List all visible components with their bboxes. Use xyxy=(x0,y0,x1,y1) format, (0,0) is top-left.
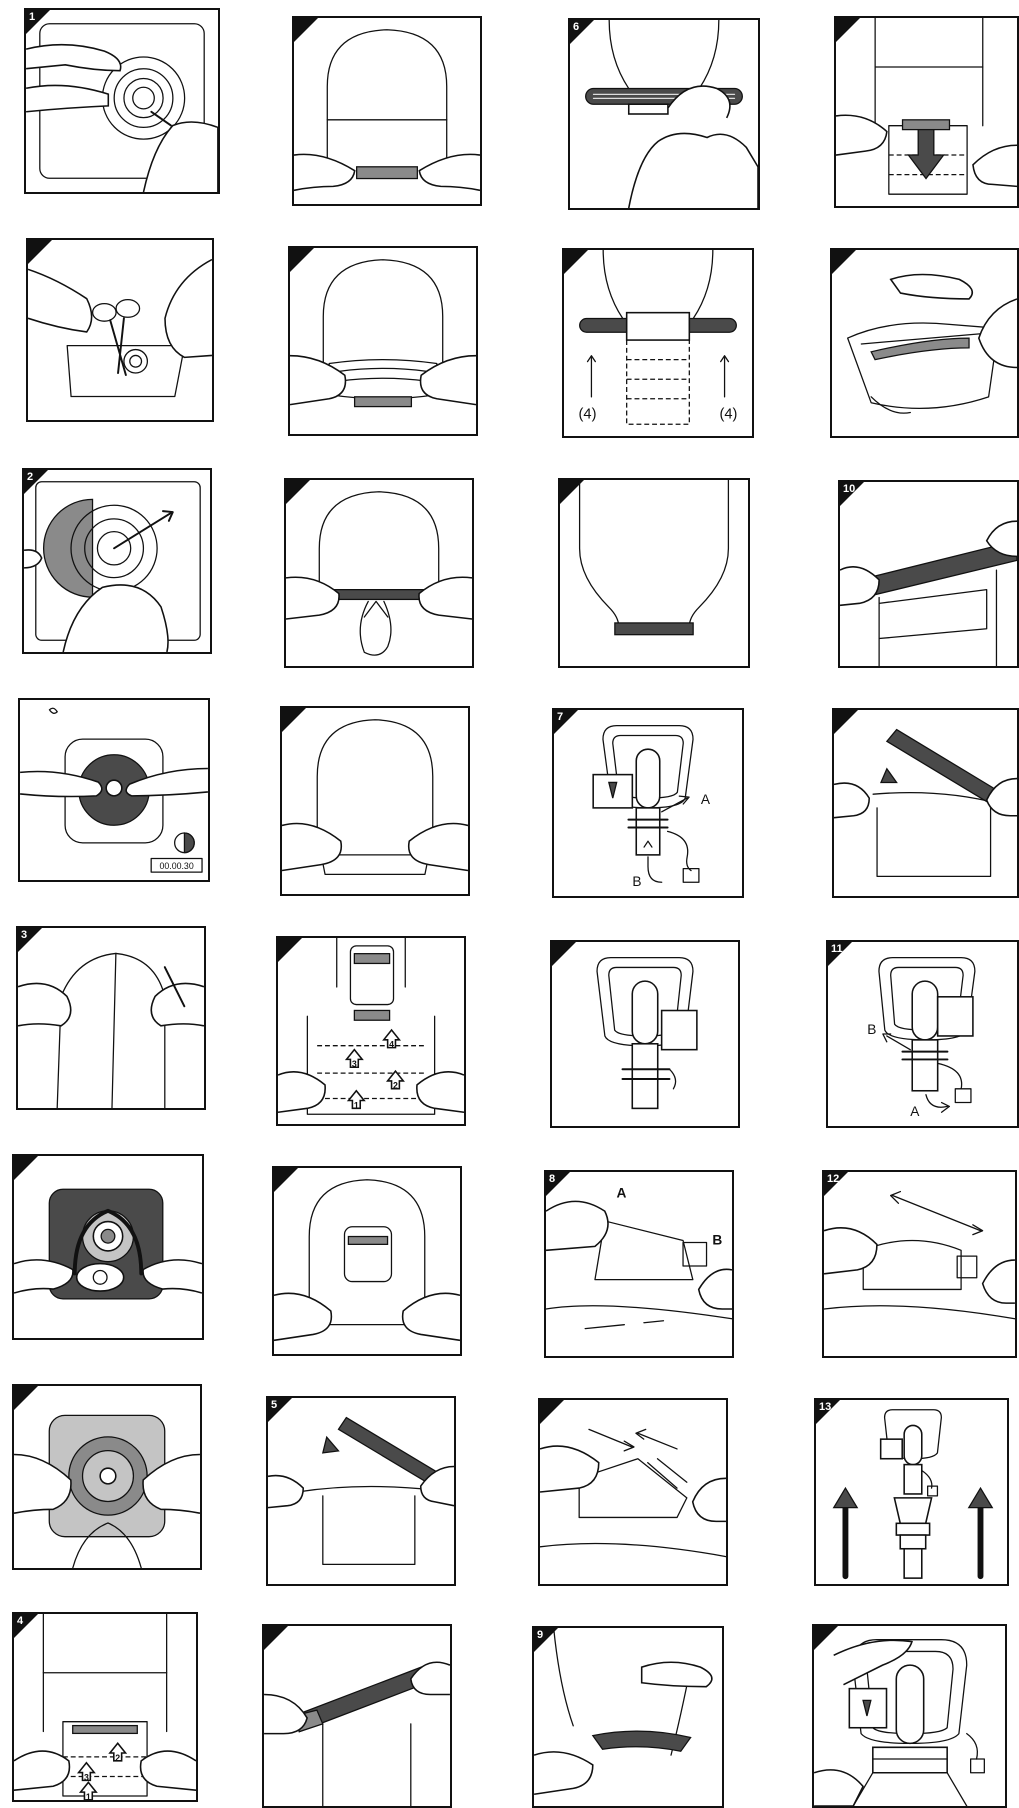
panel-c3-r8: 9 xyxy=(532,1626,724,1808)
step-number: 8 xyxy=(549,1173,555,1185)
illustration-cut-hole xyxy=(28,240,212,420)
arrow-1-label: 1 xyxy=(354,1100,359,1110)
illustration-attach-closure: 4 3 2 1 xyxy=(278,938,464,1124)
panel-c1-r5: 3 xyxy=(16,926,206,1110)
illustration-press-baseplate xyxy=(14,1386,200,1568)
illustration-open-closure: 3 2 1 xyxy=(14,1614,196,1800)
panel-c3-r7 xyxy=(538,1398,728,1586)
illustration-clip-close xyxy=(840,482,1017,666)
step-number: 6 xyxy=(573,21,579,33)
step-number: 13 xyxy=(819,1401,831,1413)
illustration-disconnect xyxy=(824,1172,1015,1356)
step-number: 9 xyxy=(537,1629,543,1641)
panel-c2-r1 xyxy=(292,16,482,206)
arrow-3-label: 3 xyxy=(84,1772,89,1782)
illustration-connect-night-bag: A B xyxy=(546,1172,732,1356)
paren-four-right: (4) xyxy=(720,406,738,422)
panel-c3-r4: 7 A B xyxy=(552,708,744,898)
step-number: 3 xyxy=(21,929,27,941)
illustration-clip-lower xyxy=(834,710,1017,896)
panel-c4-r7: 13 xyxy=(814,1398,1009,1586)
panel-c1-r2 xyxy=(26,238,214,422)
panel-c2-r2 xyxy=(288,246,478,436)
paren-four-left: (4) xyxy=(579,406,597,422)
step-number: 2 xyxy=(27,471,33,483)
label-b: B xyxy=(712,1232,722,1247)
panel-c1-r8: 4 3 2 1 xyxy=(12,1612,198,1802)
panel-c3-r2: (4) (4) xyxy=(562,248,754,438)
arrow-2-label: 2 xyxy=(115,1753,120,1763)
illustration-pouch-outlet xyxy=(294,18,480,204)
panel-c4-r8 xyxy=(812,1624,1007,1808)
panel-c3-r5 xyxy=(550,940,740,1128)
panel-c1-r7 xyxy=(12,1384,202,1570)
step-number: 4 xyxy=(17,1615,23,1627)
illustration-tap-closed xyxy=(552,942,738,1126)
step-number: 12 xyxy=(827,1173,839,1185)
step-number: 5 xyxy=(271,1399,277,1411)
panel-c4-r3: 10 xyxy=(838,480,1019,668)
illustration-pouch-underside xyxy=(832,250,1017,436)
panel-c2-r7: 5 xyxy=(266,1396,456,1586)
illustration-roll-outlet xyxy=(286,480,472,666)
illustration-closure-bar xyxy=(570,20,758,208)
step-number: 1 xyxy=(29,11,35,23)
panel-c1-r3: 2 xyxy=(22,468,212,654)
illustration-push-connector xyxy=(540,1400,726,1584)
illustration-apply-baseplate xyxy=(14,1156,202,1338)
label-a: A xyxy=(910,1104,920,1119)
illustration-release-clip xyxy=(534,1628,722,1806)
step-number: 10 xyxy=(843,483,855,495)
illustration-urostomy-tap: A B xyxy=(554,710,742,896)
arrow-3-label: 3 xyxy=(352,1059,357,1069)
panel-c4-r5: 11 B A xyxy=(826,940,1019,1128)
panel-c4-r6: 12 xyxy=(822,1170,1017,1358)
illustration-pouch-closed xyxy=(560,480,748,666)
timer-label: 00.00.30 xyxy=(159,861,193,871)
panel-c4-r2 xyxy=(830,248,1019,438)
illustration-closure-layout: (4) (4) xyxy=(564,250,752,436)
illustration-closed-pouch xyxy=(274,1168,460,1354)
panel-c3-r1: 6 xyxy=(568,18,760,210)
panel-c2-r5: 4 3 2 1 xyxy=(276,936,466,1126)
illustration-fold-outlet xyxy=(290,248,476,434)
panel-c4-r4 xyxy=(832,708,1019,898)
illustration-hold-pouch xyxy=(282,708,468,894)
illustration-prepare-skin xyxy=(18,928,204,1108)
panel-c4-r1 xyxy=(834,16,1019,208)
illustration-connected-adaptor xyxy=(814,1626,1005,1806)
panel-c1-r6 xyxy=(12,1154,204,1340)
panel-c2-r3 xyxy=(284,478,474,668)
illustration-tap-open: B A xyxy=(828,942,1017,1126)
label-a: A xyxy=(701,792,711,807)
panel-c1-r1: 1 xyxy=(24,8,220,194)
illustration-check-opening xyxy=(24,470,210,652)
illustration-close-clip xyxy=(264,1626,450,1806)
panel-c2-r6 xyxy=(272,1166,462,1356)
arrow-2-label: 2 xyxy=(393,1081,398,1091)
panel-c3-r6: 8 A B xyxy=(544,1170,734,1358)
panel-c3-r3 xyxy=(558,478,750,668)
illustration-warm-baseplate: 00.00.30 xyxy=(20,700,208,880)
label-a: A xyxy=(616,1185,626,1200)
illustration-attach-clip xyxy=(268,1398,454,1584)
illustration-attach-adaptor xyxy=(816,1400,1007,1584)
arrow-1-label: 1 xyxy=(86,1792,91,1800)
panel-c2-r8 xyxy=(262,1624,452,1808)
label-b: B xyxy=(632,874,641,889)
step-number: 11 xyxy=(831,943,843,955)
panel-c2-r4 xyxy=(280,706,470,896)
arrow-4-label: 4 xyxy=(389,1040,394,1050)
label-b: B xyxy=(867,1022,876,1037)
illustration-measure-baseplate xyxy=(26,10,218,192)
step-number: 7 xyxy=(557,711,563,723)
illustration-insert-closure xyxy=(836,18,1017,206)
panel-c1-r4: 00.00.30 xyxy=(18,698,210,882)
